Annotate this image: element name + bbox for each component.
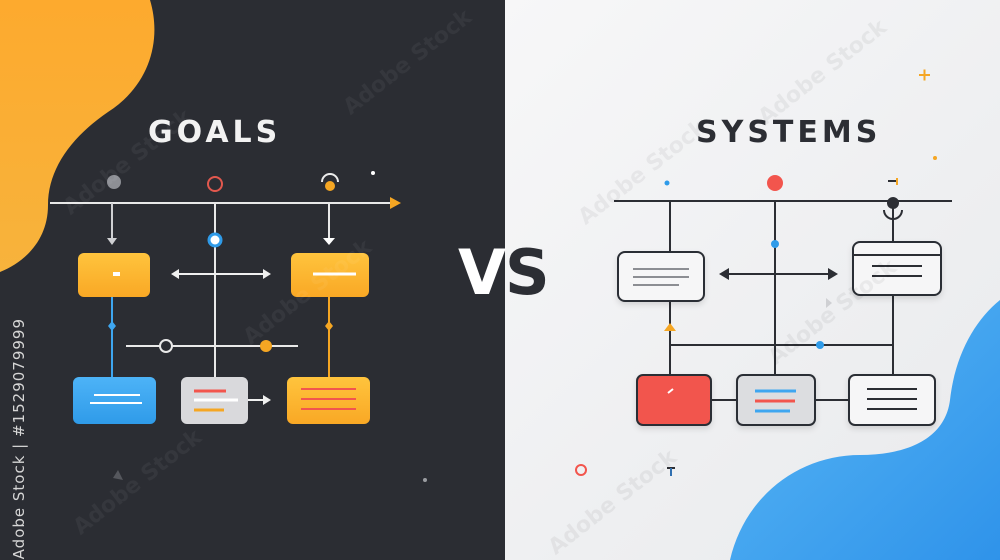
right-connector-diamond <box>325 321 333 331</box>
faint-arrow <box>826 298 832 308</box>
double-arrow-right-head <box>263 269 271 279</box>
blue-node-small <box>771 240 779 248</box>
systems-heading: SYSTEMS <box>696 115 882 150</box>
middle-ring-node <box>159 339 173 353</box>
goals-diagram <box>0 0 427 482</box>
small-white-dot <box>371 171 375 175</box>
red-dot-marker <box>767 175 783 191</box>
orange-blob-shape <box>0 0 155 272</box>
blue-node <box>207 232 223 248</box>
systems-arrow-left-head <box>719 268 729 280</box>
red-ring-marker <box>207 176 223 192</box>
systems-arrow-right-head <box>828 268 838 280</box>
vs-letter-s: S <box>504 236 550 309</box>
orange-connector-node <box>664 323 676 331</box>
middle-orange-node <box>260 340 272 352</box>
blue-blob-shape <box>730 300 1000 560</box>
double-arrow-left-head <box>171 269 179 279</box>
systems-middle-blue-node <box>816 341 824 349</box>
sparkle-shape <box>113 470 123 480</box>
goal-box-bottom-blue <box>73 377 156 424</box>
systems-panel: Adobe Stock Adobe Stock Adobe Stock Adob… <box>505 0 1000 560</box>
down-arrow-left <box>107 238 117 245</box>
left-connector-diamond <box>108 321 116 331</box>
red-box-mark <box>667 388 674 394</box>
system-box-bottom-red <box>636 374 712 426</box>
tiny-dot <box>423 478 427 482</box>
gray-dot-marker <box>107 175 121 189</box>
goal-box-bottom-orange <box>287 377 370 424</box>
bottom-arrow-head <box>263 395 271 405</box>
connector-node <box>887 197 899 209</box>
tiny-orange-dot <box>933 156 937 160</box>
goals-heading: GOALS <box>148 115 282 150</box>
stock-id-watermark: Adobe Stock | #1529079999 <box>10 318 28 560</box>
red-ring-small <box>575 464 587 476</box>
goals-panel: Adobe Stock Adobe Stock Adobe Stock Adob… <box>0 0 505 560</box>
blue-small-dot <box>664 180 670 186</box>
systems-diagram <box>575 69 1000 560</box>
vs-letter-v: V <box>458 236 506 309</box>
timeline-arrow-head <box>390 197 401 209</box>
orange-dot-marker <box>325 181 335 191</box>
down-arrow-right <box>323 238 335 245</box>
goal-box-top-left-mark <box>113 272 120 276</box>
connector-cup <box>883 209 903 220</box>
pin-marker <box>321 173 339 183</box>
vs-label: VS <box>458 236 550 309</box>
